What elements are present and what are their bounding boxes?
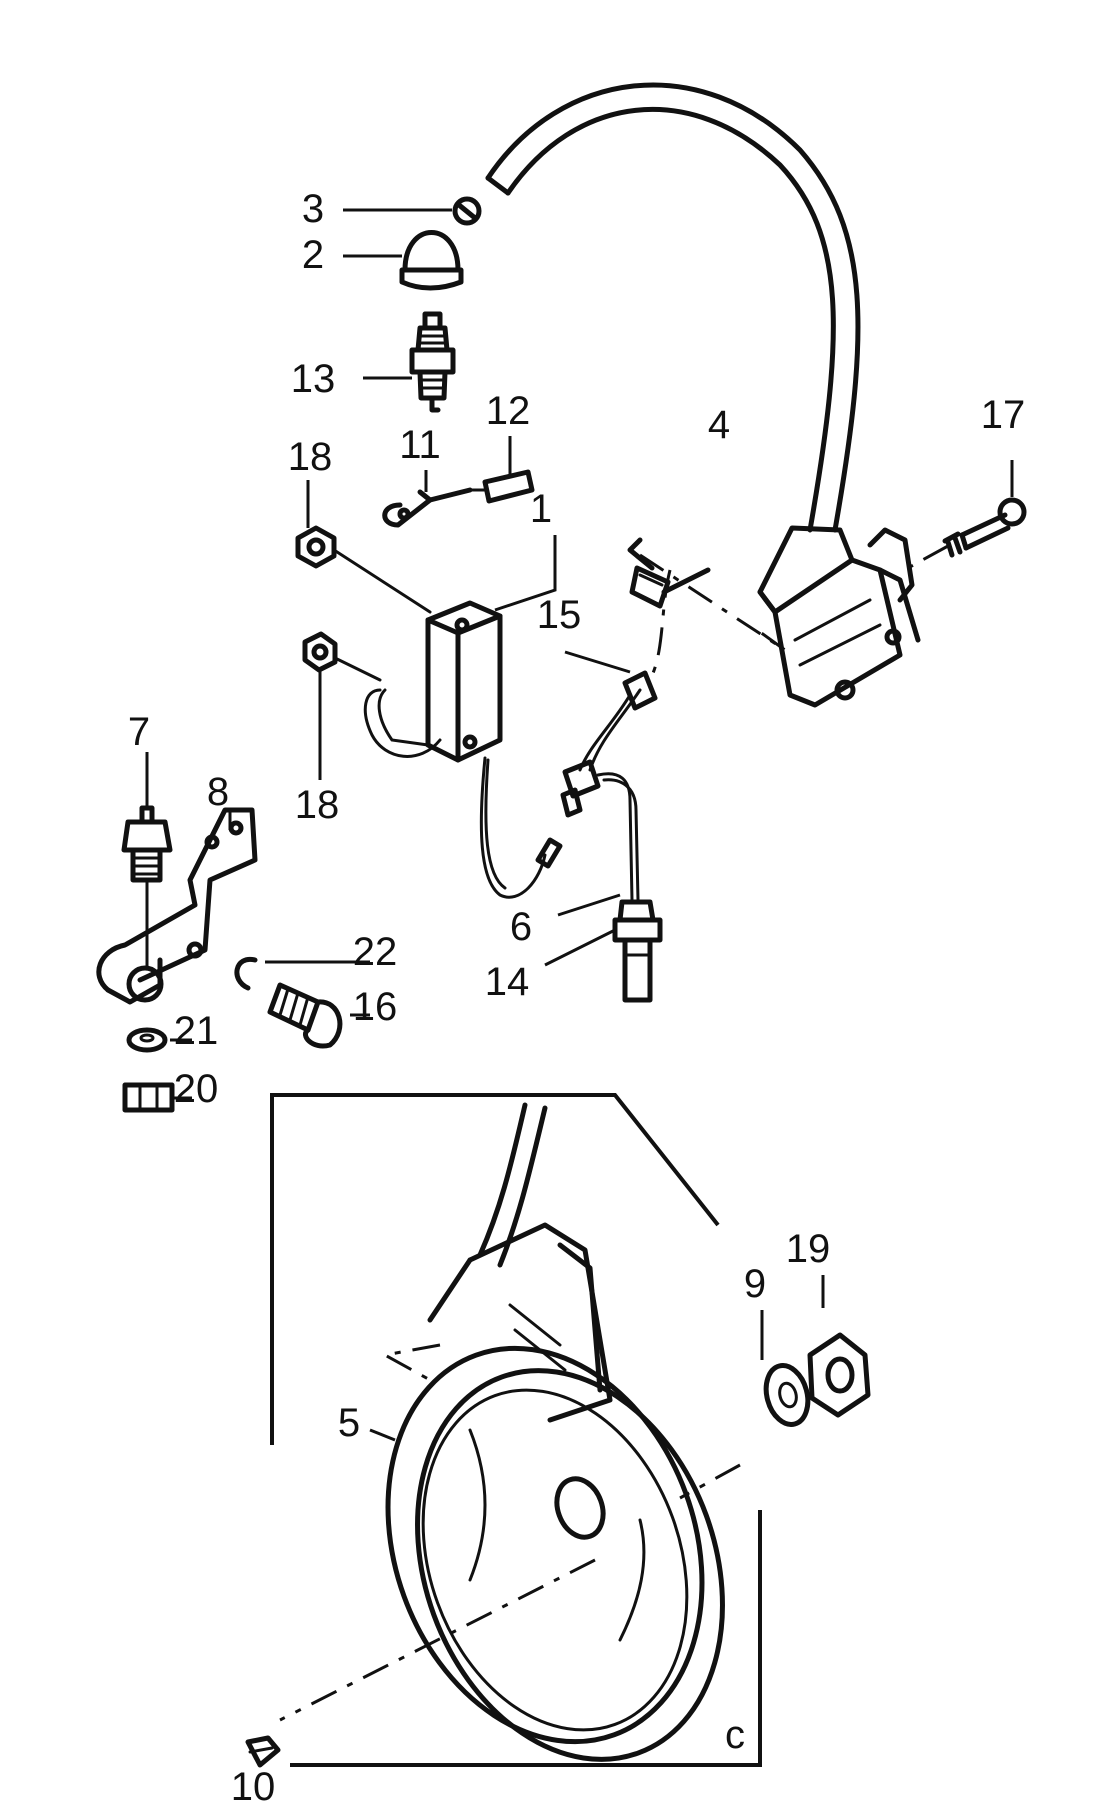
spark-plug-cap-2 [343, 230, 464, 291]
washer-21 [126, 1027, 192, 1053]
callout-n1: 1 [530, 487, 552, 531]
screw-16 [267, 982, 370, 1049]
assembly-line-center [279, 1558, 596, 1722]
callout-n17: 17 [981, 393, 1026, 437]
callout-n6: 6 [510, 905, 532, 949]
callout-n20: 20 [174, 1067, 219, 1111]
callout-n5: 5 [338, 1401, 360, 1445]
callout-n3: 3 [302, 187, 324, 231]
callout-n2: 2 [302, 233, 324, 277]
callout-n18b: 18 [295, 783, 340, 827]
callout-n19: 19 [786, 1227, 831, 1271]
cable-11-and-shoe-12 [382, 436, 535, 528]
circlip-22 [234, 956, 370, 991]
assembly-frame-bottom [290, 1510, 762, 1767]
callout-n22: 22 [353, 930, 398, 974]
woodruff-key-10 [245, 1735, 281, 1768]
callout-n18a: 18 [288, 435, 333, 479]
assembly-line-upper [639, 553, 786, 652]
nut-19 [807, 1275, 871, 1418]
assembly-line-lower [679, 1463, 741, 1500]
callout-n10: 10 [231, 1765, 276, 1809]
callout-n21: 21 [174, 1009, 219, 1053]
flywheel-5 [369, 1102, 725, 1762]
callout-n8: 8 [207, 770, 229, 814]
callout-nc: c [725, 1713, 745, 1757]
callout-n7: 7 [128, 710, 150, 754]
callout-n11: 11 [399, 423, 441, 467]
callout-n4: 4 [708, 403, 730, 447]
connector-15-and-sensor-6-14 [544, 537, 711, 1003]
bracket-8 [96, 807, 258, 1005]
callout-n14: 14 [485, 960, 530, 1004]
bolt-17 [907, 460, 1027, 570]
callout-n9: 9 [744, 1262, 766, 1306]
ignition-coil-with-cable [485, 82, 921, 708]
nut-18-upper [295, 480, 432, 614]
ignition-module-1 [425, 535, 557, 763]
assembly-frame [270, 1093, 720, 1445]
nut-18-lower [302, 631, 382, 780]
nut-20 [122, 1082, 192, 1113]
callout-n15: 15 [537, 593, 582, 637]
spark-plug-13 [363, 311, 456, 413]
callout-n16: 16 [353, 985, 398, 1029]
washer-9 [760, 1310, 811, 1427]
callout-n13: 13 [291, 357, 336, 401]
spark-plug-7 [121, 752, 173, 970]
callout-n12: 12 [486, 389, 531, 433]
module-wires [363, 688, 563, 899]
cap-3 [343, 196, 482, 226]
